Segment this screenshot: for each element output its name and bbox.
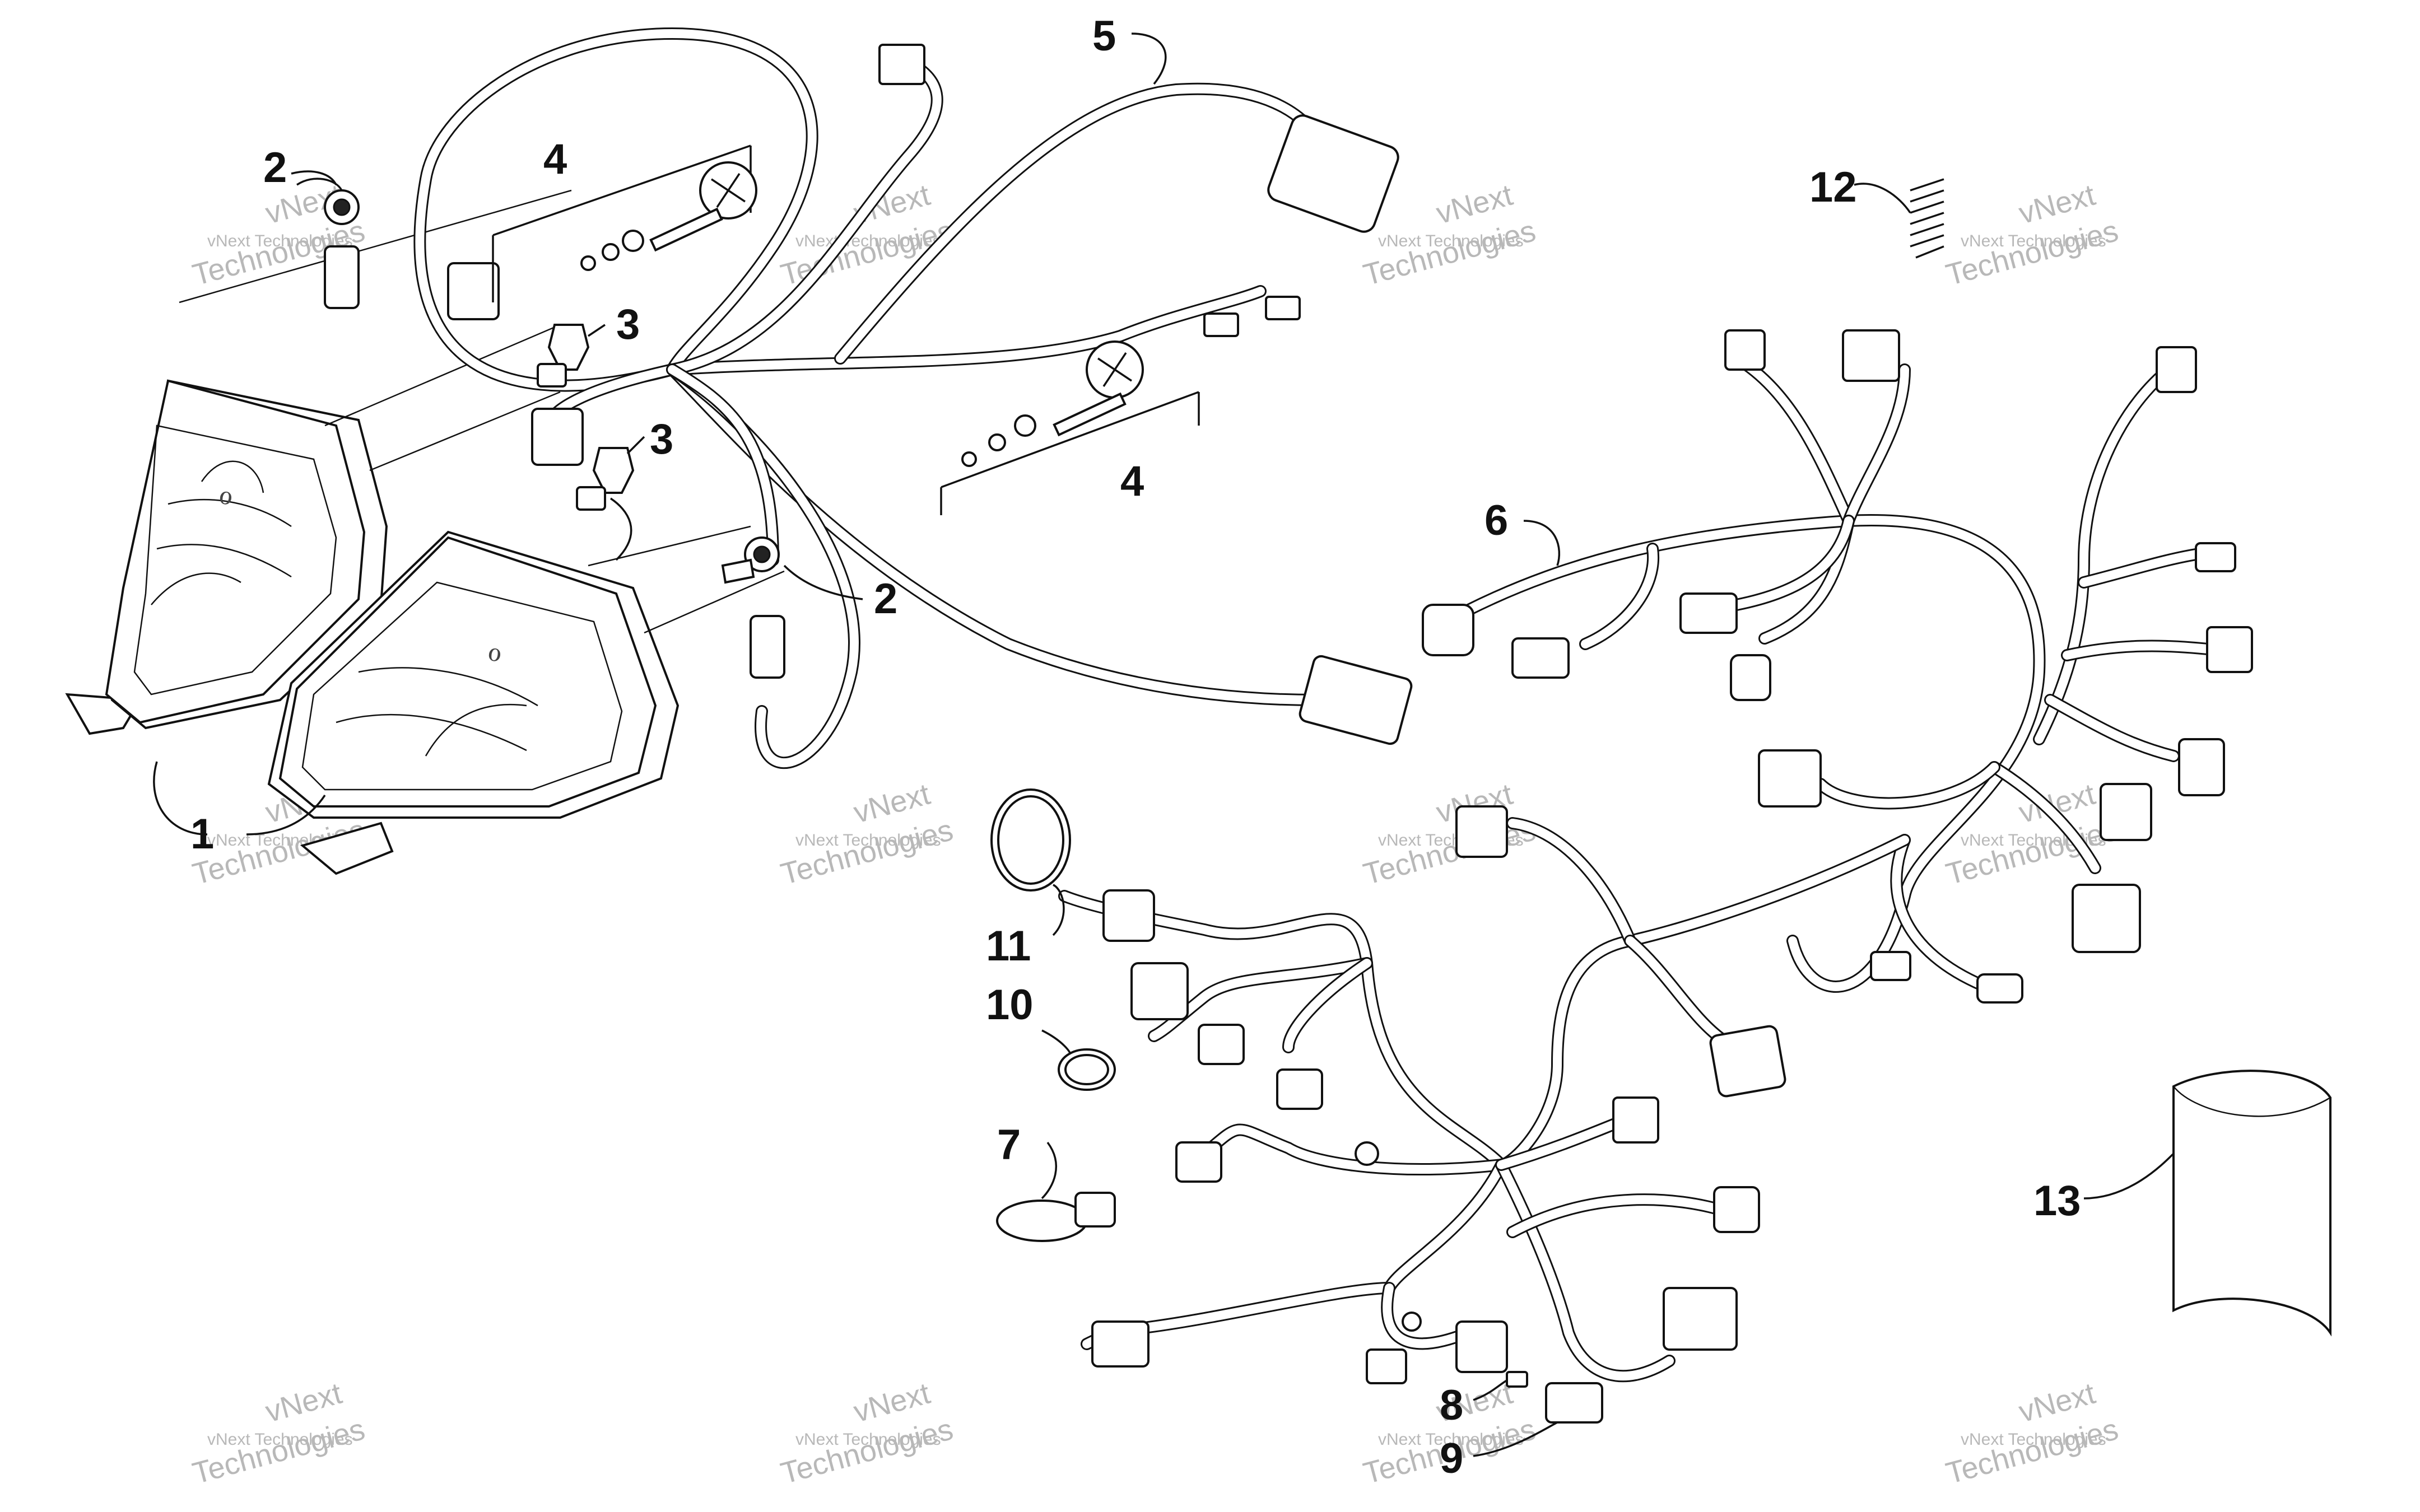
callout-9: 9 — [1440, 1435, 1463, 1482]
callout-4b: 4 — [1120, 458, 1144, 505]
connector-icon — [1758, 749, 1822, 808]
connector-icon — [1175, 1141, 1222, 1183]
bulb-icon — [547, 324, 590, 371]
connector-icon — [1724, 329, 1766, 371]
connector-icon — [2072, 884, 2141, 953]
watermark-text: vNext Technologies — [1961, 232, 2106, 250]
tether-part — [996, 1192, 1116, 1242]
adjuster-upper — [492, 144, 757, 302]
callout-10: 10 — [986, 981, 1034, 1029]
watermark-text: vNext Technologies — [207, 1430, 353, 1449]
connector-icon — [1455, 805, 1508, 858]
sleeve-icon — [2172, 1070, 2331, 1337]
connector-icon — [878, 44, 925, 85]
connector-icon — [1713, 1186, 1760, 1233]
bulb-icon — [592, 447, 635, 494]
connector-icon — [1842, 329, 1900, 382]
connector-icon — [1730, 654, 1771, 701]
watermark-10: vNext Technologies vNext Technologies — [778, 1376, 957, 1491]
bulb-parts — [537, 324, 635, 511]
connector-icon — [1203, 312, 1239, 337]
spring-icon — [1910, 178, 1944, 259]
callout-4a: 4 — [543, 136, 567, 183]
callout-5: 5 — [1092, 12, 1116, 60]
callout-3b: 3 — [650, 416, 673, 463]
watermark-7: vNext Technologies vNext Technologies — [1360, 777, 1539, 892]
connector-icon — [1276, 1068, 1323, 1110]
headlight-right: ℴ — [267, 530, 680, 875]
connector-icon — [1870, 951, 1911, 981]
connector-icon — [1130, 962, 1189, 1020]
connector-icon — [1267, 114, 1399, 233]
watermarks: vNext Technologies vNext Technologies vN… — [189, 178, 2122, 1491]
callouts: 1 2 2 3 3 4 4 5 6 7 8 9 10 11 12 13 — [190, 12, 2081, 1482]
small-parts — [1506, 1371, 1603, 1424]
connector-icon — [750, 615, 785, 679]
tether-loop-icon — [996, 1200, 1088, 1242]
callout-12: 12 — [1809, 164, 1857, 211]
adjuster-lower — [940, 340, 1200, 515]
connector-icon — [2100, 783, 2152, 841]
connector-icon — [1455, 1320, 1508, 1373]
headlight-left: ℴ — [65, 379, 388, 735]
connector-icon — [531, 408, 584, 466]
watermark-12: vNext Technologies vNext Technologies — [1943, 1376, 2122, 1491]
watermark-6: vNext Technologies vNext Technologies — [778, 777, 957, 892]
connector-icon — [1679, 592, 1738, 634]
connector-icon — [1422, 604, 1474, 656]
watermark-text: vNext Technologies — [795, 232, 941, 250]
watermark-text: vNext Technologies — [1378, 232, 1524, 250]
connector-icon — [1612, 1096, 1659, 1144]
connector-icon — [1709, 1025, 1786, 1098]
callout-2b: 2 — [874, 575, 897, 623]
headlight-assembly: ℴ ℴ — [65, 189, 785, 875]
harness-5-wires — [413, 27, 1328, 769]
watermark-9: vNext Technologies vNext Technologies — [189, 1376, 369, 1491]
connector-icon — [2206, 626, 2253, 673]
connector-icon — [1198, 1024, 1245, 1065]
leader-lines — [153, 32, 2175, 1457]
connector-icon — [1091, 1320, 1150, 1368]
clamp-parts — [990, 788, 1116, 1091]
watermark-text: vNext Technologies — [795, 831, 941, 850]
connector-icon — [1299, 655, 1413, 745]
connector-icon — [2195, 542, 2236, 572]
headlight-logo-right: ℴ — [487, 633, 502, 668]
connector-icon — [1663, 1287, 1738, 1351]
connector-icon — [1366, 1348, 1407, 1384]
watermark-text: vNext Technologies — [795, 1430, 941, 1449]
callout-3a: 3 — [616, 301, 640, 348]
callout-8: 8 — [1440, 1382, 1463, 1429]
callout-13: 13 — [2033, 1177, 2081, 1225]
watermark-text: vNext Technologies — [1378, 1430, 1524, 1449]
headlight-logo-left: ℴ — [218, 477, 233, 511]
connector-icon — [1102, 889, 1155, 942]
adjuster-parts — [492, 144, 1200, 515]
connector-icon — [2178, 738, 2225, 796]
callout-11: 11 — [986, 922, 1031, 970]
watermark-4: vNext Technologies vNext Technologies — [1943, 178, 2122, 292]
connector-icon — [1265, 296, 1301, 320]
socket-parts — [296, 178, 780, 584]
connector-icon — [1976, 973, 2023, 1004]
cap-icon — [1545, 1382, 1603, 1424]
ring-terminal-icon — [1355, 1141, 1379, 1166]
connector-icon — [2156, 346, 2197, 393]
ring-terminal-icon — [1402, 1312, 1422, 1332]
connector-icon — [324, 245, 360, 309]
clip-icon — [1506, 1371, 1528, 1388]
callout-1: 1 — [190, 810, 214, 858]
watermark-text: vNext Technologies — [1961, 1430, 2106, 1449]
watermark-3: vNext Technologies vNext Technologies — [1360, 178, 1539, 292]
callout-6: 6 — [1484, 497, 1508, 544]
callout-7: 7 — [997, 1121, 1021, 1169]
connector-icon — [447, 262, 500, 320]
callout-2a: 2 — [263, 144, 287, 192]
chassis-harness — [1058, 329, 2253, 1384]
headlight-harness — [324, 27, 1413, 769]
sleeve-part — [2172, 1070, 2331, 1337]
spring-part — [1910, 178, 1944, 259]
connector-icon — [1511, 637, 1570, 679]
